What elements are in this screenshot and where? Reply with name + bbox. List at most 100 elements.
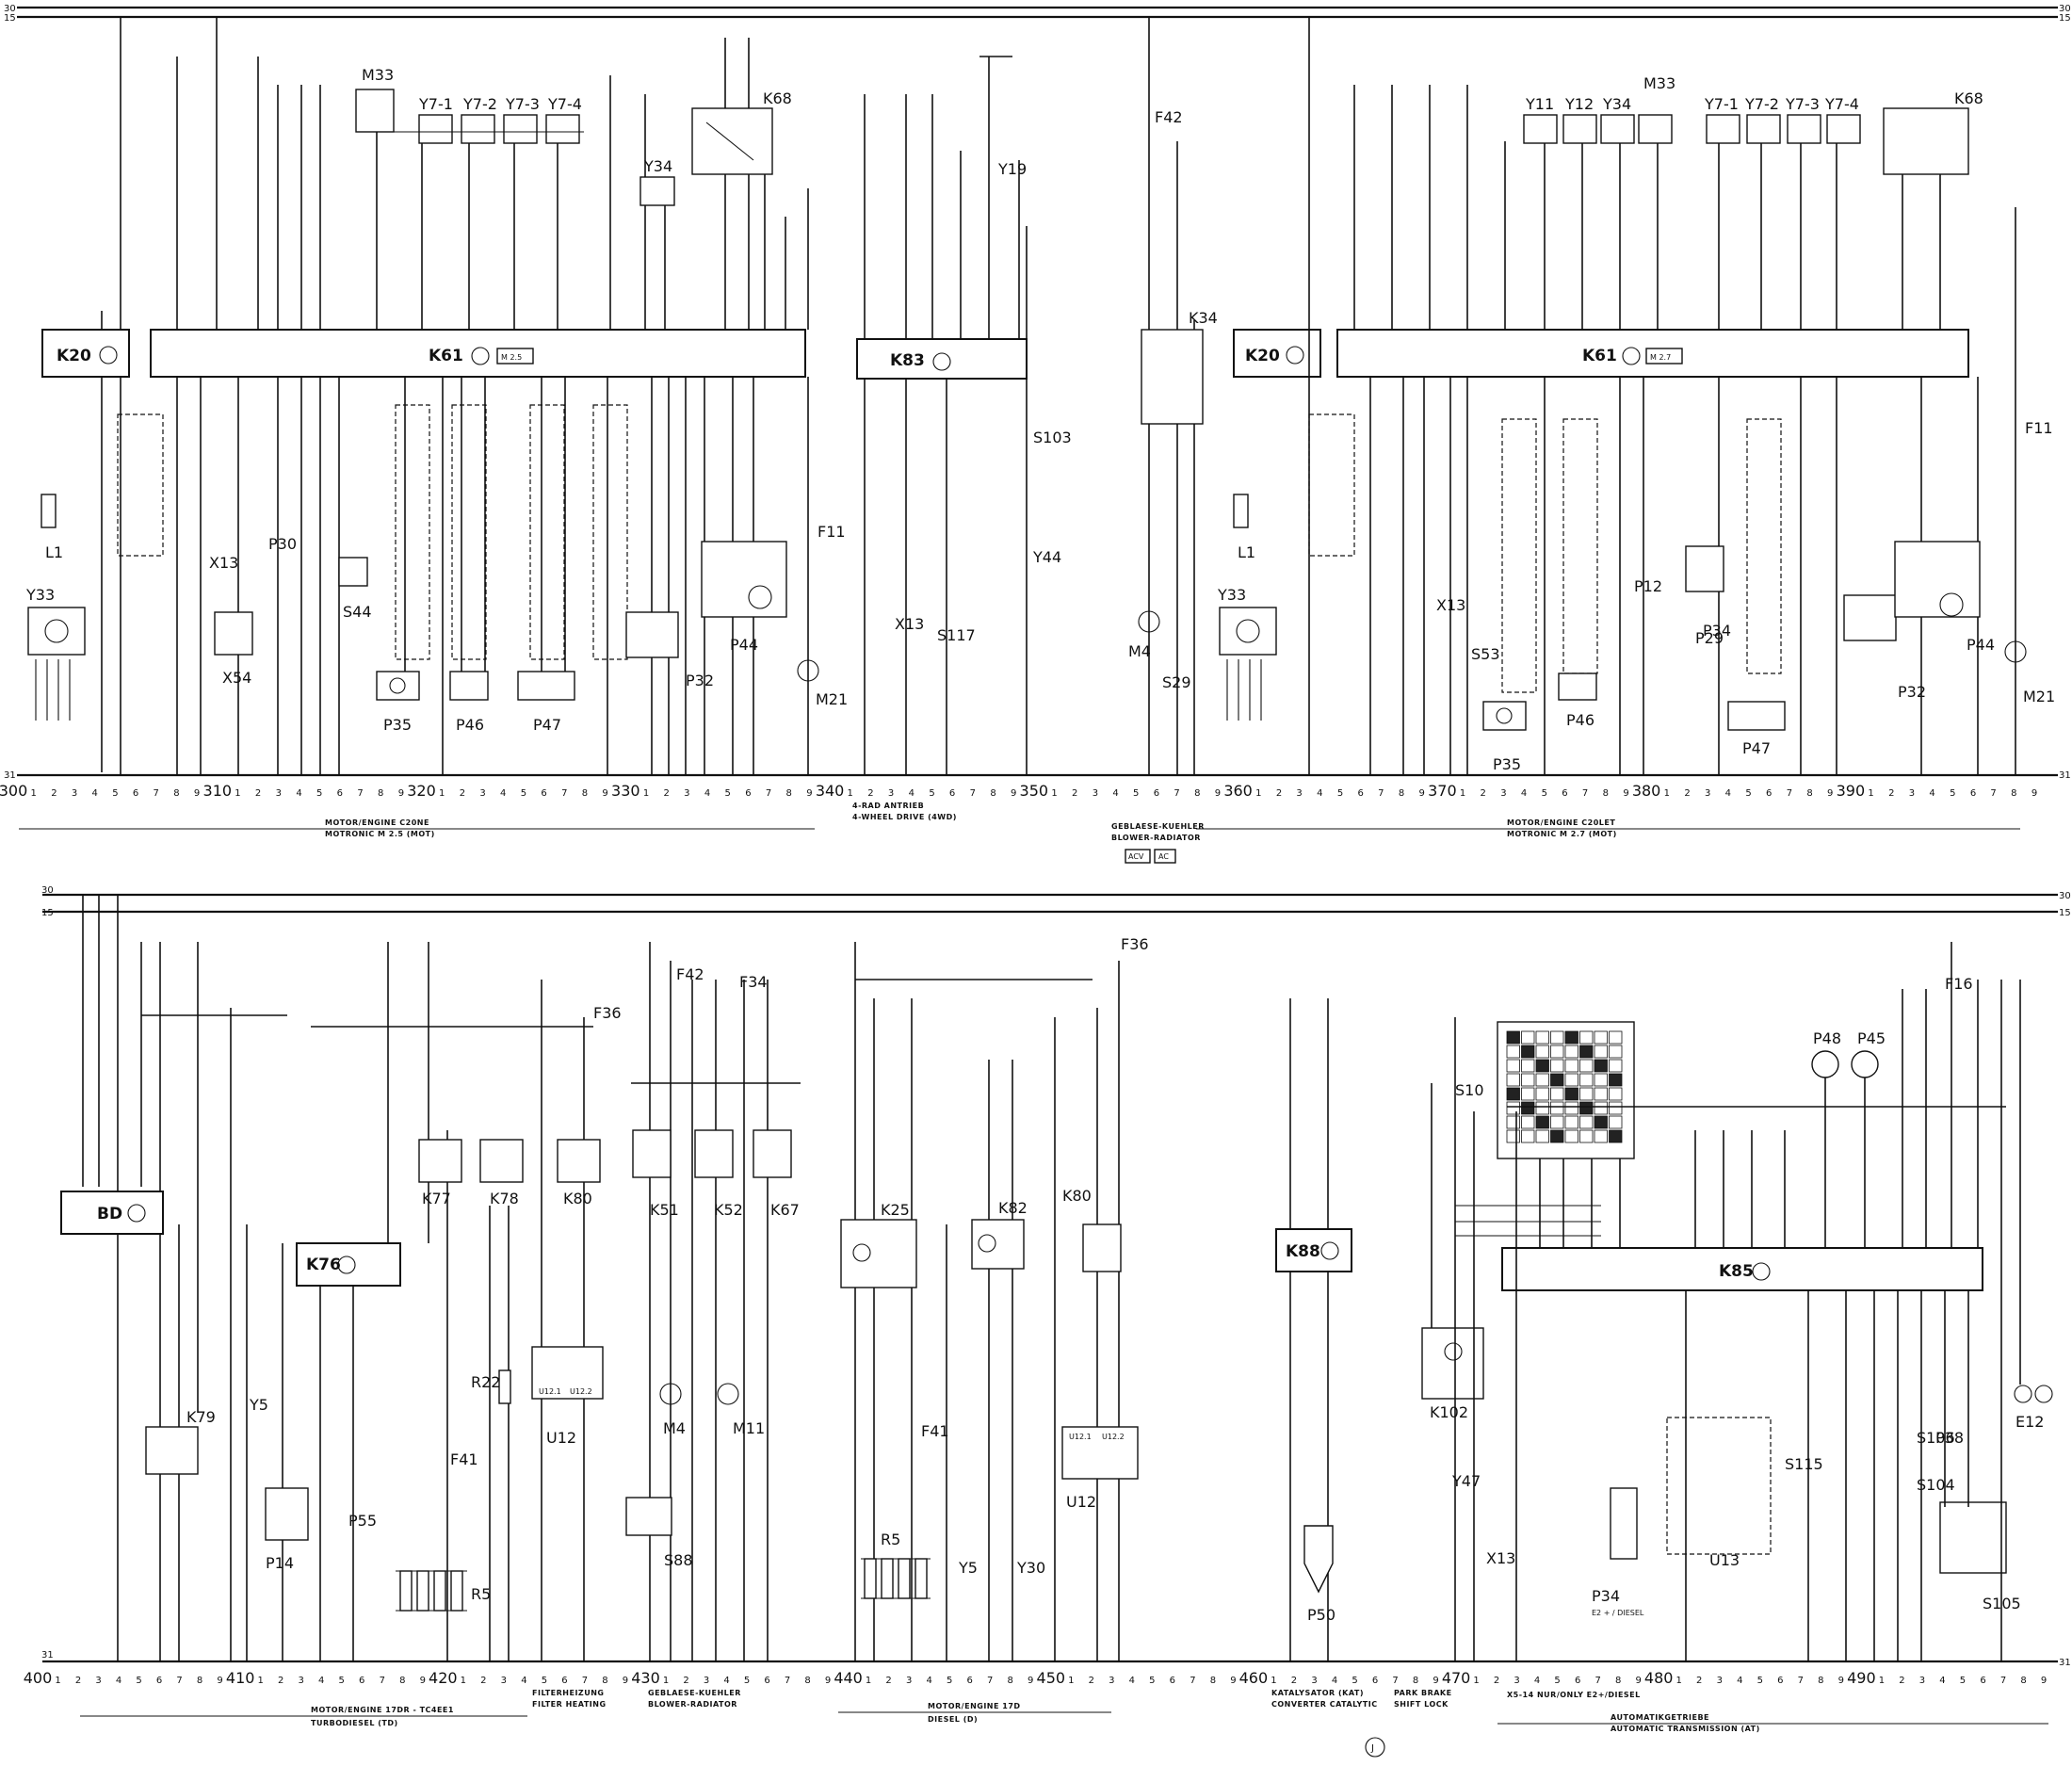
bottom-ruler-tick-13: 3 [299, 1676, 304, 1686]
s10-cell [1609, 1101, 1623, 1115]
bottom-ruler-tick-34: 4 [723, 1676, 729, 1686]
svg-text:SHIFT LOCK: SHIFT LOCK [1394, 1700, 1449, 1709]
blower-radiator-section: F42 K34 M4 S29 [1128, 17, 1218, 775]
s10-cell [1550, 1115, 1564, 1129]
svg-text:F42: F42 [1155, 108, 1183, 126]
top-ruler-tick-90: 390 [1837, 782, 1866, 800]
bottom-ruler-tick-90: 490 [1847, 1669, 1876, 1687]
bottom-ruler-tick-12: 2 [278, 1676, 283, 1686]
bottom-ruler-tick-37: 7 [785, 1676, 790, 1686]
top-ruler-tick-84: 4 [1725, 788, 1731, 799]
svg-text:Y33: Y33 [1217, 586, 1246, 604]
top-ruler-tick-32: 2 [664, 788, 670, 799]
svg-text:F36: F36 [593, 1004, 622, 1022]
svg-text:U12.1: U12.1 [1069, 1433, 1092, 1441]
top-ruler-tick-12: 2 [255, 788, 261, 799]
bottom-ruler-tick-38: 8 [804, 1676, 810, 1686]
svg-text:FILTERHEIZUNG: FILTERHEIZUNG [532, 1689, 605, 1697]
top-ruler-tick-97: 7 [1990, 788, 1996, 799]
top-ruler-tick-33: 3 [684, 788, 689, 799]
top-ruler-tick-85: 5 [1745, 788, 1751, 799]
s10-cell [1550, 1129, 1564, 1143]
svg-text:P29: P29 [1695, 629, 1724, 647]
c20let-section: K20 K61 M 2.7 [1217, 17, 2055, 775]
s10-cell [1550, 1030, 1564, 1045]
blower-radiator-bottom: K51 K52 K67 F42 F34 M4 M11 S88 [625, 942, 801, 1661]
bottom-ruler-tick-83: 3 [1717, 1676, 1723, 1686]
bottom-ruler-tick-47: 7 [987, 1676, 993, 1686]
s10-cell [1506, 1030, 1520, 1045]
svg-text:S115: S115 [1785, 1455, 1823, 1473]
bottom-ruler-tick-40: 440 [834, 1669, 863, 1687]
sensor-p46 [449, 671, 489, 701]
svg-text:TURBODIESEL (TD): TURBODIESEL (TD) [311, 1719, 398, 1727]
bottom-ruler-tick-18: 8 [399, 1676, 405, 1686]
svg-text:E2 + / DIESEL: E2 + / DIESEL [1592, 1609, 1644, 1617]
svg-text:M21: M21 [816, 690, 848, 708]
bottom-ruler-tick-91: 1 [1879, 1676, 1885, 1686]
relay-k80-b [1082, 1223, 1122, 1272]
svg-text:U12: U12 [546, 1429, 576, 1447]
svg-text:AUTOMATIC TRANSMISSION (AT): AUTOMATIC TRANSMISSION (AT) [1611, 1725, 1760, 1733]
sensor-p45 [1851, 1050, 1879, 1078]
s10-cell [1535, 1059, 1549, 1073]
airflow-meter-p44 [701, 541, 787, 618]
svg-text:K76: K76 [306, 1256, 341, 1274]
svg-text:S29: S29 [1162, 673, 1191, 691]
top-ruler-tick-76: 6 [1562, 788, 1567, 799]
svg-text:R22: R22 [471, 1373, 500, 1391]
svg-text:F41: F41 [921, 1422, 949, 1440]
top-ruler-tick-77: 7 [1582, 788, 1588, 799]
top-ruler-tick-80: 380 [1632, 782, 1661, 800]
svg-text:E12: E12 [2015, 1413, 2044, 1431]
s10-cell [1609, 1073, 1623, 1087]
bottom-ruler-tick-2: 2 [75, 1676, 81, 1686]
svg-text:F34: F34 [739, 973, 768, 991]
s10-cell [1579, 1115, 1594, 1129]
top-ruler-tick-41: 1 [848, 788, 853, 799]
svg-text:X13: X13 [895, 615, 924, 633]
top-ruler-tick-31: 1 [643, 788, 649, 799]
top-ruler-tick-93: 3 [1909, 788, 1915, 799]
top-ruler-tick-66: 6 [1358, 788, 1364, 799]
svg-text:MOTOR/ENGINE C20LET: MOTOR/ENGINE C20LET [1507, 818, 1615, 827]
svg-text:BD: BD [97, 1205, 122, 1223]
svg-text:M4: M4 [663, 1419, 686, 1437]
bottom-ruler-tick-74: 4 [1534, 1676, 1540, 1686]
svg-text:MOTRONIC M 2.5 (MOT): MOTRONIC M 2.5 (MOT) [325, 830, 435, 838]
bottom-ruler-tick-39: 9 [825, 1676, 831, 1686]
svg-text:S117: S117 [937, 626, 976, 644]
top-ruler-tick-70: 370 [1428, 782, 1457, 800]
ecu-k61-m25 [150, 329, 806, 378]
svg-text:U12.2: U12.2 [570, 1387, 592, 1396]
s10-cell [1579, 1129, 1594, 1143]
svg-text:X5-14 NUR/ONLY E2+/DIESEL: X5-14 NUR/ONLY E2+/DIESEL [1507, 1691, 1641, 1699]
sensor-p50 [1303, 1525, 1334, 1594]
svg-text:Y12: Y12 [1564, 95, 1594, 113]
svg-text:Y5: Y5 [958, 1559, 978, 1577]
svg-text:F36: F36 [1121, 935, 1149, 953]
bottom-ruler-tick-23: 3 [501, 1676, 507, 1686]
bottom-ruler-tick-7: 7 [176, 1676, 182, 1686]
svg-text:K52: K52 [714, 1201, 743, 1219]
top-ruler-tick-96: 6 [1970, 788, 1976, 799]
automatic-transmission-section: S10 K85 K102 Y47 X13 P48 P45 P34 E2 + / … [1421, 942, 2053, 1661]
svg-text:DIESEL (D): DIESEL (D) [928, 1715, 978, 1724]
svg-text:ACV: ACV [1128, 852, 1144, 861]
s10-cell [1550, 1087, 1564, 1101]
top-ruler-tick-46: 6 [949, 788, 955, 799]
injector-group-a: Y7-1 Y7-2 Y7-3 Y7-4 [377, 95, 584, 144]
s10-cell [1579, 1030, 1594, 1045]
bottom-ruler-tick-60: 460 [1239, 1669, 1269, 1687]
svg-text:31: 31 [2059, 1658, 2071, 1668]
bottom-ruler-tick-21: 1 [461, 1676, 466, 1686]
svg-text:4-RAD ANTRIEB: 4-RAD ANTRIEB [852, 802, 924, 810]
top-ruler-tick-89: 9 [1827, 788, 1833, 799]
top-ruler-tick-50: 350 [1020, 782, 1049, 800]
transmission-ecu-k85 [1501, 1247, 1983, 1291]
s10-cell [1535, 1087, 1549, 1101]
top-rails: 30 15 30 15 31 31 [4, 4, 2071, 781]
s10-cell [1535, 1115, 1549, 1129]
s10-cell [1594, 1101, 1608, 1115]
top-ruler-tick-0: 300 [0, 782, 27, 800]
